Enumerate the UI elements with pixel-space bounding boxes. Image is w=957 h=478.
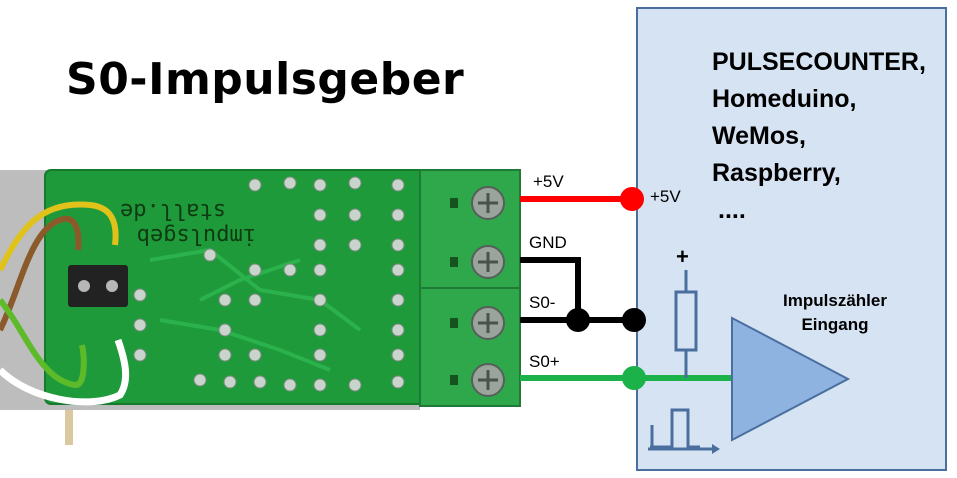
label-gnd: GND [529, 233, 567, 252]
pcb-silkscreen-line: stall.de [120, 198, 226, 223]
device-list-item: PULSECOUNTER, [712, 48, 926, 76]
junction-plus5v [620, 187, 644, 211]
pulse-symbol [648, 408, 720, 454]
counter-input-line1: Impulszähler [783, 291, 887, 310]
wire-s0-plus [520, 366, 735, 390]
pullup-plus-sign: + [676, 244, 689, 269]
counter-input-amplifier [731, 316, 851, 442]
junction-gnd-input [622, 308, 646, 332]
device-list-item: Homeduino, [712, 85, 857, 113]
device-list-item: Raspberry, [712, 159, 841, 187]
wire-gnd [520, 257, 632, 323]
counter-input-line2: Eingang [801, 315, 869, 334]
counter-input-label: Impulszähler Eingang [760, 289, 910, 337]
device-list: PULSECOUNTER, Homeduino, WeMos, Raspberr… [712, 44, 926, 229]
wire-s0-minus [520, 308, 646, 332]
pcb-board [0, 169, 521, 445]
label-plus5v-left: +5V [533, 172, 564, 191]
label-s0-plus: S0+ [529, 352, 560, 371]
pullup-resistor [674, 270, 698, 378]
label-plus5v-right: +5V [650, 187, 681, 206]
junction-s0-plus [622, 366, 646, 390]
diagram-title: S0-Impulsgeber [66, 54, 465, 105]
junction-s0-minus [566, 308, 590, 332]
device-list-item: .... [718, 196, 746, 224]
device-list-item: WeMos, [712, 122, 806, 150]
label-s0-minus: S0- [529, 293, 556, 312]
wire-plus5v [520, 187, 644, 211]
pcb-silkscreen: impulsgeb stall.de [120, 198, 256, 248]
pcb-silkscreen-line: impulsgeb [136, 223, 256, 248]
